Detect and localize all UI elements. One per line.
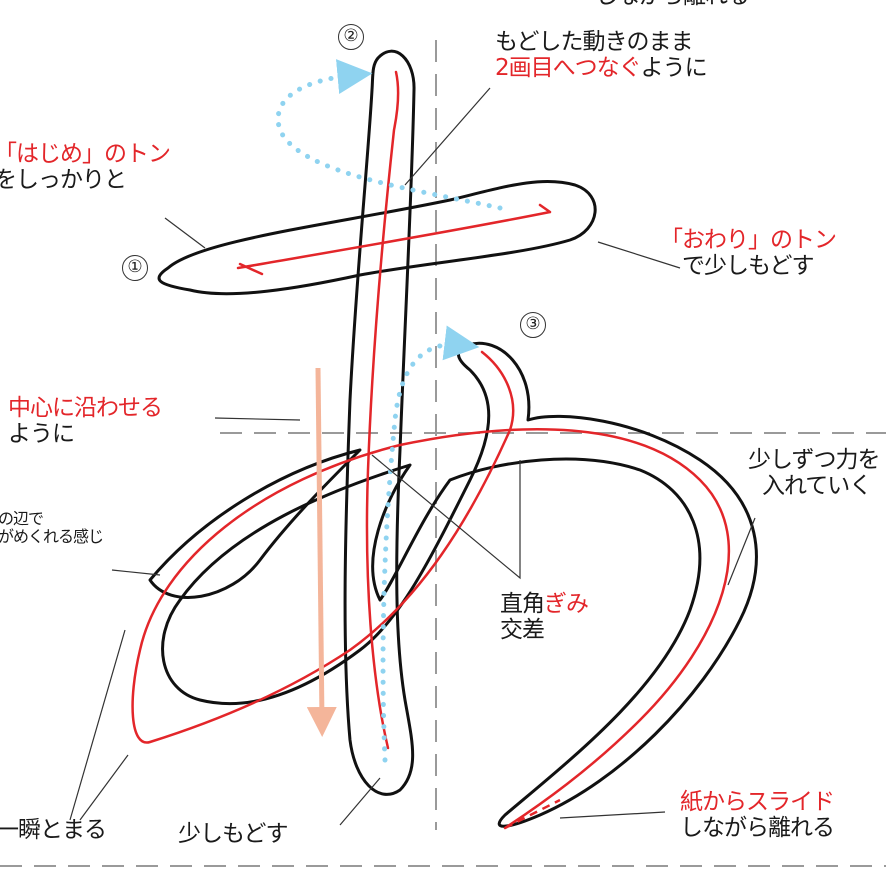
stroke-paths xyxy=(131,70,731,830)
center-arrow xyxy=(306,367,337,737)
pause-annotation: 一瞬とまる xyxy=(0,817,107,843)
stroke1-path xyxy=(236,203,552,276)
leader-lines xyxy=(69,87,756,826)
character-outline xyxy=(148,49,758,828)
force-annotation: 少しずつ力を 入れていく xyxy=(748,447,881,499)
stroke2-path xyxy=(365,70,400,750)
stroke3-path xyxy=(131,350,731,830)
stroke-number-1: ① xyxy=(122,255,148,281)
return-annotation: 少しもどす xyxy=(178,821,289,847)
curl-annotation: の辺で がめくれる感じ xyxy=(0,509,104,546)
air-paths xyxy=(275,59,503,763)
slide-dash xyxy=(504,798,561,830)
slide-annotation: 紙からスライド しながら離れる xyxy=(680,789,835,841)
keep-motion-annotation: もどした動きのまま 2画目へつなぐように xyxy=(495,29,708,81)
stroke2-outline xyxy=(343,49,416,796)
guide-lines xyxy=(0,40,886,867)
stroke1-outline xyxy=(157,179,597,296)
stroke3-outline xyxy=(161,341,758,828)
stroke3-loop-outline xyxy=(148,448,362,599)
angle-annotation: 直角ぎみ 交差 xyxy=(500,591,589,643)
stroke-number-2: ② xyxy=(338,24,364,50)
top-cut-label: しながら離れる xyxy=(595,0,750,10)
start-tap-annotation: 「はじめ」のトン をしっかりと xyxy=(0,141,171,193)
stroke-number-3: ③ xyxy=(520,312,546,338)
center-annotation: 中心に沿わせる ように xyxy=(8,395,163,447)
end-tap-annotation: 「おわり」のトン で少しもどす xyxy=(660,227,837,279)
air-path-2-3 xyxy=(380,325,480,763)
